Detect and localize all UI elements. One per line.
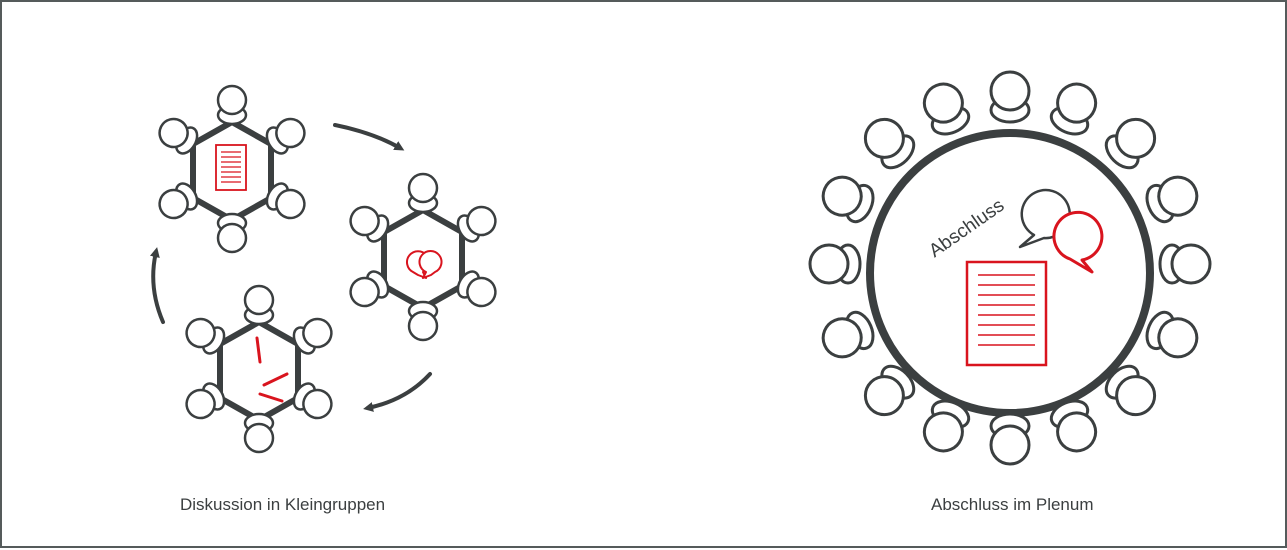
caption-small-groups: Diskussion in Kleingruppen	[180, 495, 386, 514]
small-table-discussion	[344, 172, 502, 342]
pencils-icon	[255, 336, 289, 403]
plenum-table: Abschluss	[808, 70, 1212, 466]
speech-bubbles-icon	[1018, 188, 1104, 274]
caption-plenum: Abschluss im Plenum	[931, 495, 1094, 514]
small-table-document	[153, 84, 311, 254]
small-table-writing	[180, 284, 338, 454]
rotation-arrows-icon	[150, 123, 432, 412]
speech-bubbles-icon	[406, 249, 443, 279]
document-icon	[215, 144, 247, 191]
document-icon	[965, 260, 1048, 367]
